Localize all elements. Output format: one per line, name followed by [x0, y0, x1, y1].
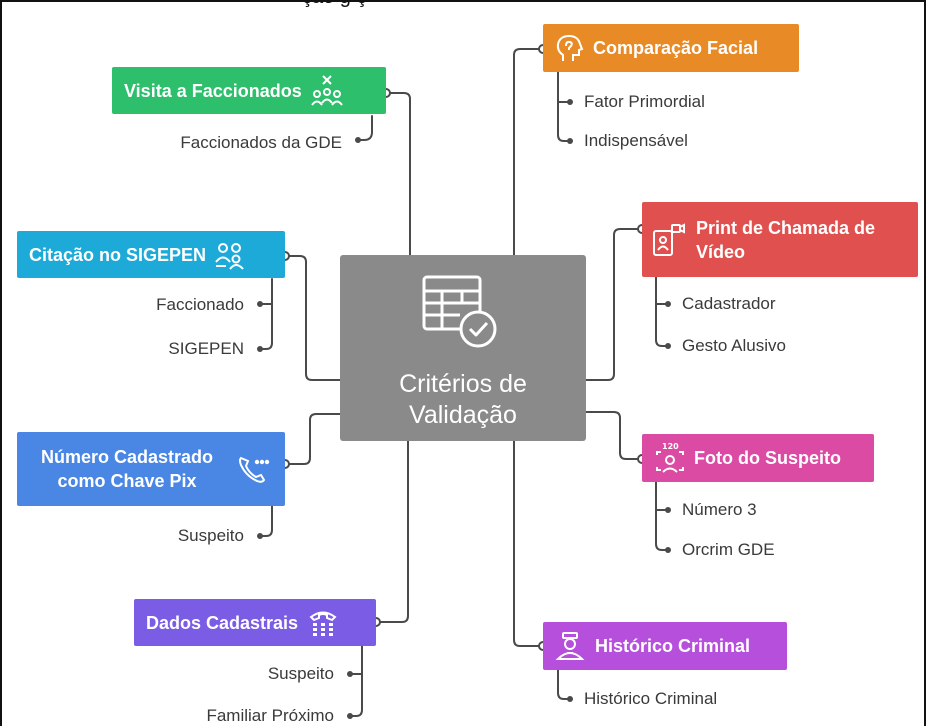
subtopic: Histórico Criminal	[584, 689, 718, 708]
topic-comparacao-facial[interactable]: Comparação Facial	[543, 24, 799, 72]
topic-label: Número Cadastrado como Chave Pix	[40, 447, 214, 491]
topic-label: Histórico Criminal	[595, 636, 751, 656]
table-check-icon	[422, 275, 497, 348]
topic-print-de-chamada-de-video[interactable]: Print de Chamada de Vídeo	[642, 202, 918, 277]
topic-citacao-no-sigepen[interactable]: Citação no SIGEPEN	[17, 231, 285, 278]
topic-label: Foto do Suspeito	[694, 448, 841, 468]
topic-historico-criminal[interactable]: Histórico Criminal	[543, 622, 787, 670]
people-cross-icon	[310, 74, 346, 108]
subtopic: Familiar Próximo	[206, 706, 334, 725]
subtopic: Número 3	[682, 500, 757, 519]
subtopic: Suspeito	[267, 664, 334, 683]
topic-visita-a-faccionados[interactable]: Visita a Faccionados	[112, 67, 386, 114]
subtopic: Suspeito	[177, 526, 244, 545]
topic-label: Comparação Facial	[593, 38, 759, 58]
prisoner-icon	[555, 631, 585, 661]
clipped-header-text: ção g ç	[302, 2, 366, 9]
topic-label: Print de Chamada de Vídeo	[696, 217, 876, 262]
subtopic: Faccionado	[156, 295, 244, 314]
subtopic: Fator Primordial	[584, 92, 705, 111]
subtopic: Gesto Alusivo	[682, 336, 786, 355]
face-id-icon: 120	[654, 441, 686, 475]
telephone-keypad-icon	[308, 608, 338, 638]
topic-label: Citação no SIGEPEN	[29, 244, 207, 265]
phone-call-icon	[237, 454, 271, 484]
video-call-icon	[652, 222, 686, 257]
topic-foto-do-suspeito[interactable]: 120 Foto do Suspeito	[642, 434, 874, 482]
subtopic: Cadastrador	[682, 294, 776, 313]
people-group-icon	[214, 240, 246, 270]
topic-label: Visita a Faccionados	[124, 80, 302, 101]
topic-numero-cadastrado[interactable]: Número Cadastrado como Chave Pix	[17, 432, 285, 506]
subtopic: SIGEPEN	[168, 339, 244, 358]
svg-text:120: 120	[662, 442, 679, 451]
central-title: Critérios de Validação	[399, 370, 527, 429]
subtopic: Indispensável	[584, 131, 688, 150]
subtopic: Orcrim GDE	[682, 540, 775, 559]
head-profile-icon	[555, 33, 585, 63]
topic-dados-cadastrais[interactable]: Dados Cadastrais	[134, 599, 376, 646]
subtopic: Faccionados da GDE	[180, 133, 342, 152]
topic-label: Dados Cadastrais	[146, 612, 299, 633]
central-topic: Critérios de Validação	[340, 255, 586, 441]
